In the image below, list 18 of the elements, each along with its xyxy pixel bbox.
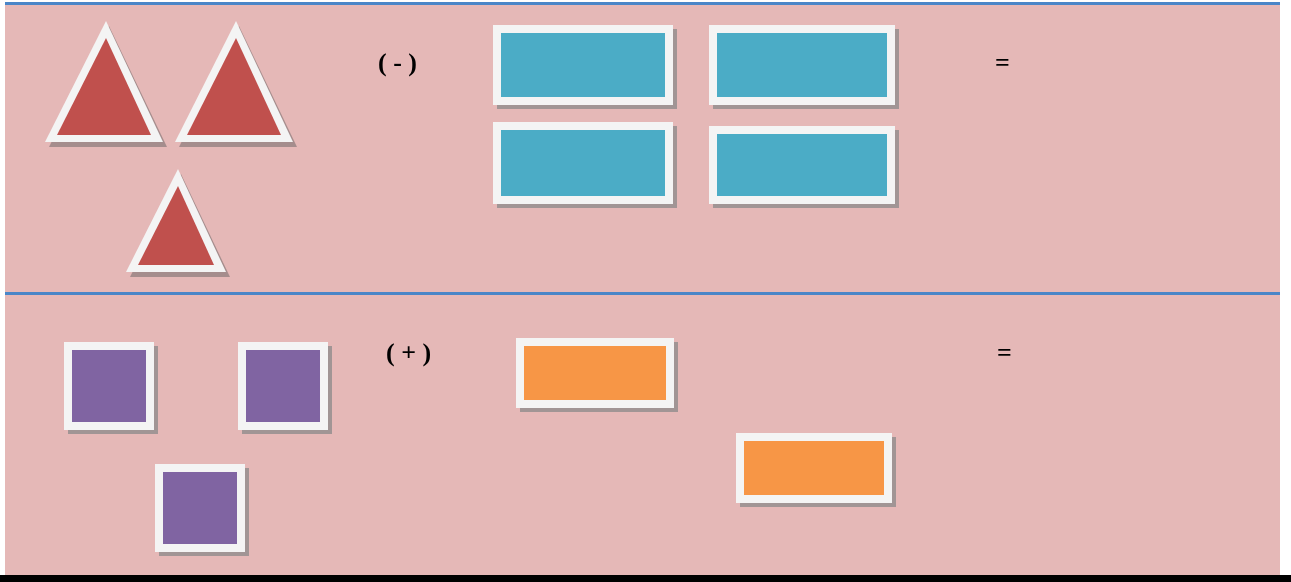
triangle-shape	[175, 21, 297, 147]
rectangle-shape	[709, 25, 899, 109]
square-shape	[155, 464, 249, 556]
triangle-shape	[126, 169, 230, 277]
equals-sign: =	[997, 338, 1012, 368]
rectangle-shape	[493, 122, 677, 208]
rectangle-shape	[493, 25, 677, 109]
equals-sign: =	[995, 48, 1010, 78]
panel-band	[5, 2, 1280, 293]
operator-label: ( + )	[386, 338, 432, 368]
rectangle-shape	[736, 433, 896, 507]
triangle-shape	[45, 21, 167, 147]
rectangle-shape	[516, 338, 678, 412]
rectangle-shape	[709, 126, 899, 208]
panel-band	[5, 292, 1280, 575]
square-shape	[64, 342, 158, 434]
square-shape	[238, 342, 332, 434]
operator-label: ( - )	[378, 48, 417, 78]
